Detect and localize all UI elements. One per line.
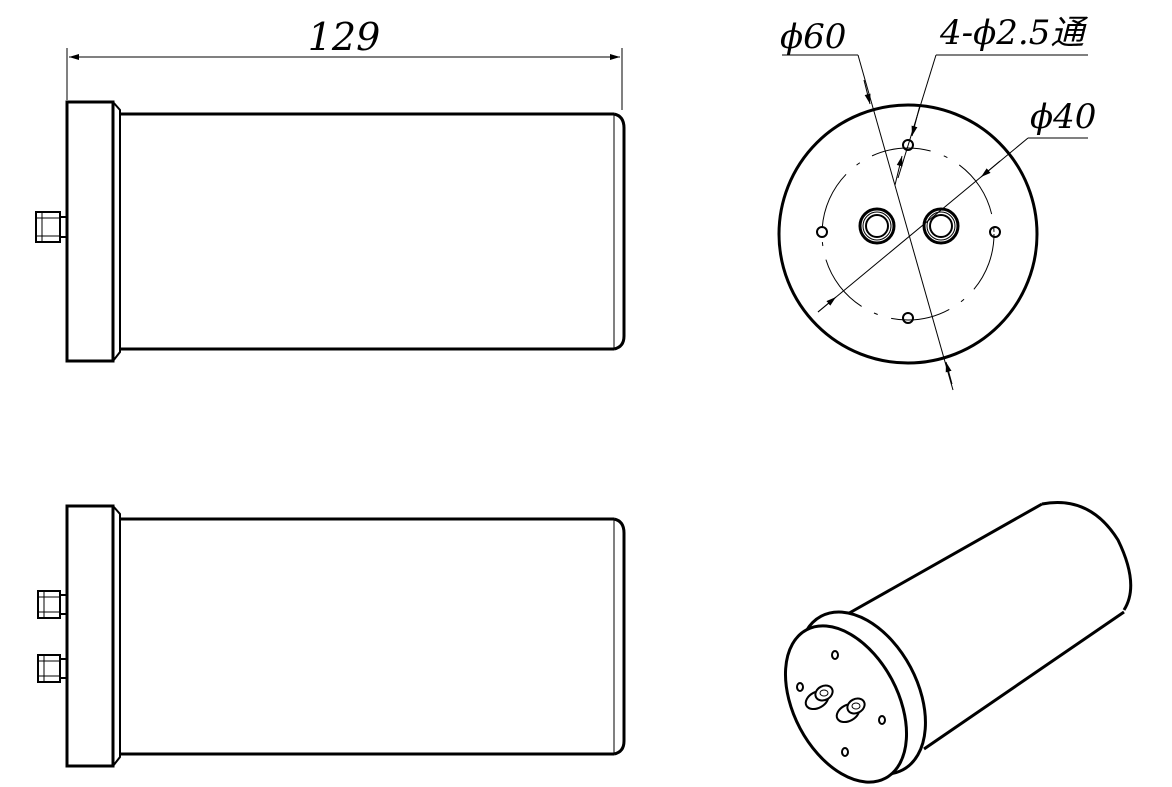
hole-top (902, 139, 914, 151)
side-view-bottom (37, 504, 626, 768)
hole-right (989, 226, 1001, 238)
end-connector-left (858, 207, 896, 245)
connector-bottom-2 (37, 654, 68, 683)
hole-bottom (902, 312, 914, 324)
outer-diameter-label: ϕ60 (780, 17, 846, 57)
dimension-bolt-circle: ϕ40 (817, 97, 1096, 313)
outer-circle (777, 103, 1039, 365)
dimension-outer-diameter: ϕ60 (780, 17, 954, 391)
side-view-top: 129 (35, 15, 626, 363)
flange-top (65, 100, 115, 363)
iso-connector-2 (835, 697, 866, 724)
iso-back-end (1041, 501, 1133, 611)
length-label: 129 (308, 15, 381, 59)
end-view: ϕ60 ϕ40 4-ϕ2.5通 (777, 13, 1096, 391)
connector-bottom-1 (37, 590, 68, 619)
flange-bottom (65, 504, 115, 768)
bolt-circle (821, 147, 995, 321)
dimension-length: 129 (66, 15, 623, 110)
iso-connector-1 (804, 684, 834, 711)
end-connector-right (922, 207, 960, 245)
dimension-holes: 4-ϕ2.5通 (894, 13, 1088, 186)
bolt-circle-label: ϕ40 (1030, 97, 1096, 137)
holes-label: 4-ϕ2.5通 (939, 13, 1088, 53)
connector-top (35, 211, 68, 243)
hole-left (816, 226, 828, 238)
isometric-view (783, 501, 1133, 784)
iso-front-face (783, 624, 909, 784)
